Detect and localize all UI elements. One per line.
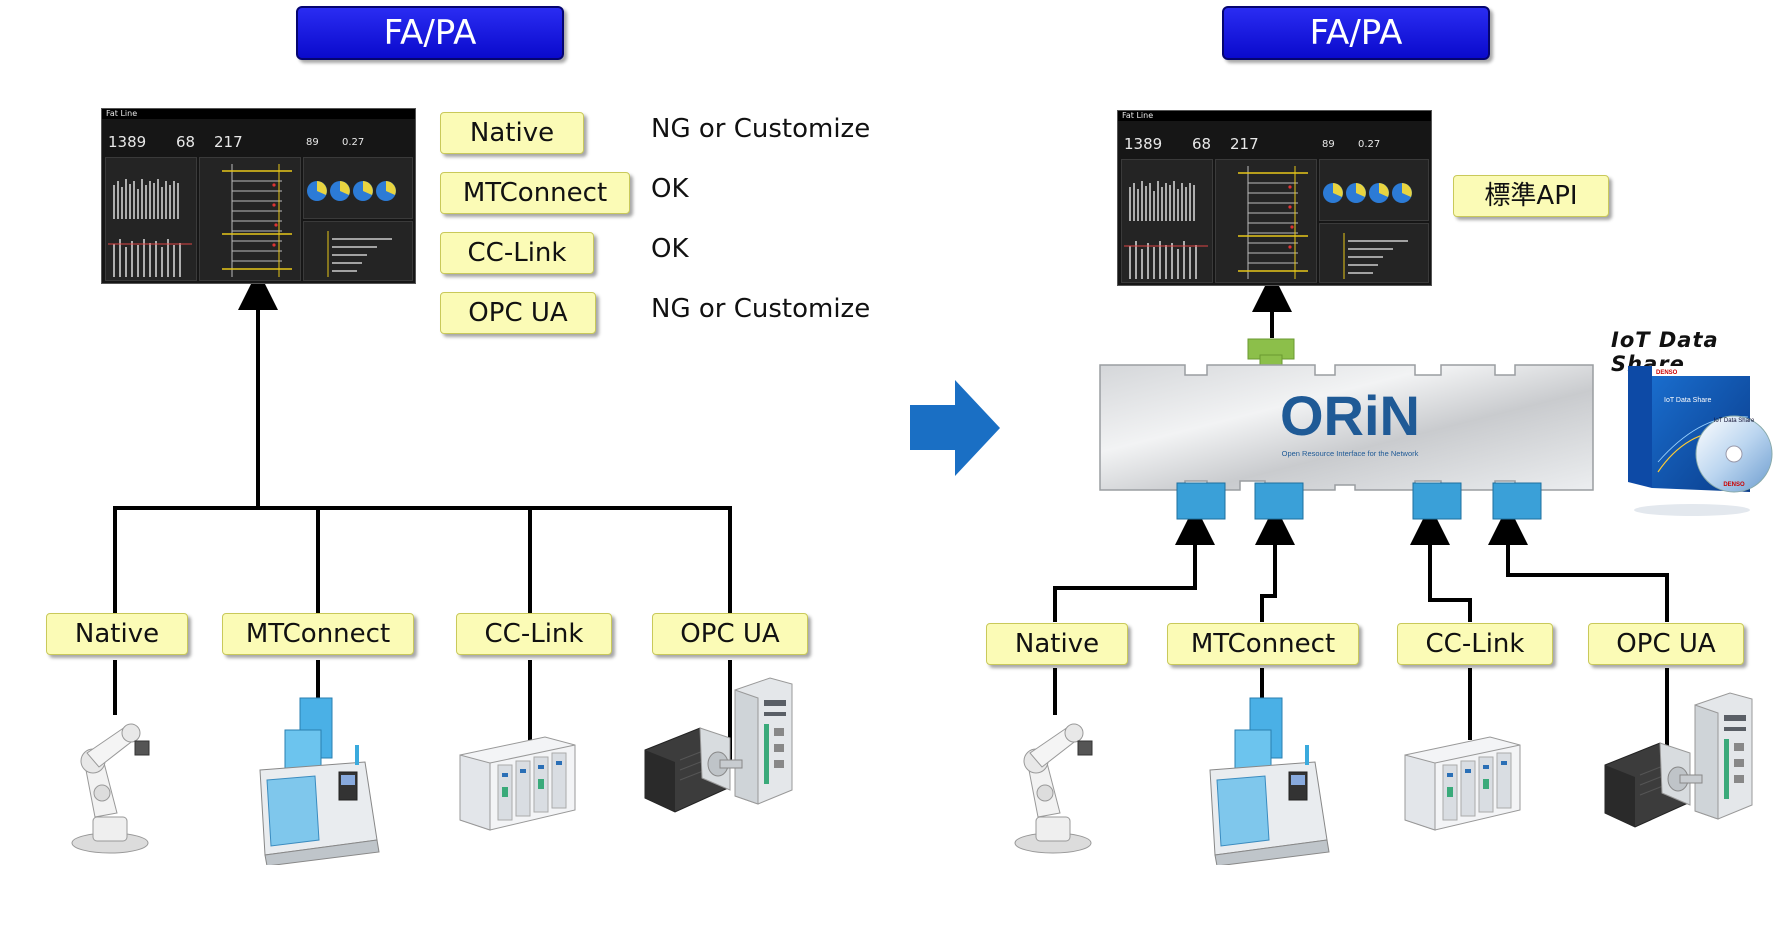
dashboard-value: 1389 bbox=[1124, 135, 1163, 153]
dashboard-value: 89 bbox=[1322, 139, 1335, 150]
servo-motor-icon bbox=[1604, 692, 1753, 828]
left-dashboard-screen: Fat Line 1389 68 217 89 0.27 bbox=[101, 108, 416, 284]
orin-middleware-block: ORiN Open Resource Interface for the Net… bbox=[1099, 338, 1594, 520]
dashboard-app-title: Fat Line bbox=[1122, 111, 1154, 120]
right-title: FA/PA bbox=[1222, 6, 1490, 60]
standard-api-tag: 標準API bbox=[1453, 175, 1609, 217]
device-tag-native: Native bbox=[986, 623, 1128, 665]
device-tag-mtconnect: MTConnect bbox=[1167, 623, 1359, 665]
protocol-status-mtconnect: OK bbox=[651, 174, 689, 204]
robot-arm-icon bbox=[1014, 723, 1093, 854]
disc-brand: DENSO bbox=[1723, 482, 1745, 488]
cnc-machine-icon bbox=[1209, 697, 1330, 865]
dashboard-value: 68 bbox=[176, 133, 196, 151]
device-tag-opc-ua: OPC UA bbox=[652, 613, 808, 655]
dashboard-value: 68 bbox=[1192, 135, 1212, 153]
servo-motor-icon bbox=[644, 677, 793, 813]
transition-arrow-icon bbox=[910, 380, 1000, 476]
protocol-tag-native: Native bbox=[440, 112, 584, 154]
dashboard-graphics bbox=[108, 164, 396, 277]
device-tag-opc-ua: OPC UA bbox=[1588, 623, 1744, 665]
product-title: IoT Data Share bbox=[1611, 328, 1719, 376]
device-tag-cc-link: CC-Link bbox=[456, 613, 612, 655]
left-title: FA/PA bbox=[296, 6, 564, 60]
protocol-status-opc-ua: NG or Customize bbox=[651, 294, 871, 324]
dashboard-app-title: Fat Line bbox=[106, 109, 138, 118]
plc-icon bbox=[1404, 736, 1521, 831]
plc-icon bbox=[459, 736, 576, 831]
dashboard-value: 217 bbox=[1230, 135, 1259, 153]
right-dashboard-screen: Fat Line 1389 68 217 89 0.27 bbox=[1117, 110, 1432, 286]
protocol-tag-mtconnect: MTConnect bbox=[440, 172, 630, 214]
package-label: IoT Data Share bbox=[1664, 397, 1711, 404]
orin-subtitle: Open Resource Interface for the Network bbox=[1282, 449, 1419, 458]
device-tag-mtconnect: MTConnect bbox=[222, 613, 414, 655]
iot-data-share-package-icon: DENSO IoT Data Share IoT Data Share DENS… bbox=[1628, 366, 1773, 516]
protocol-tag-opc-ua: OPC UA bbox=[440, 292, 596, 334]
disc-label: IoT Data Share bbox=[1714, 418, 1755, 424]
cnc-machine-icon bbox=[259, 697, 380, 865]
dashboard-value: 217 bbox=[214, 133, 243, 151]
robot-arm-icon bbox=[71, 723, 150, 854]
dashboard-value: 0.27 bbox=[1358, 139, 1381, 150]
device-tag-cc-link: CC-Link bbox=[1397, 623, 1553, 665]
protocol-status-cc-link: OK bbox=[651, 234, 689, 264]
orin-logo: ORiN bbox=[1280, 384, 1420, 447]
protocol-tag-cc-link: CC-Link bbox=[440, 232, 594, 274]
dashboard-value: 0.27 bbox=[342, 137, 365, 148]
package-brand-top: DENSO bbox=[1656, 370, 1678, 376]
dashboard-graphics bbox=[1124, 166, 1412, 279]
protocol-status-native: NG or Customize bbox=[651, 114, 871, 144]
dashboard-value: 1389 bbox=[108, 133, 147, 151]
dashboard-value: 89 bbox=[306, 137, 319, 148]
device-tag-native: Native bbox=[46, 613, 188, 655]
